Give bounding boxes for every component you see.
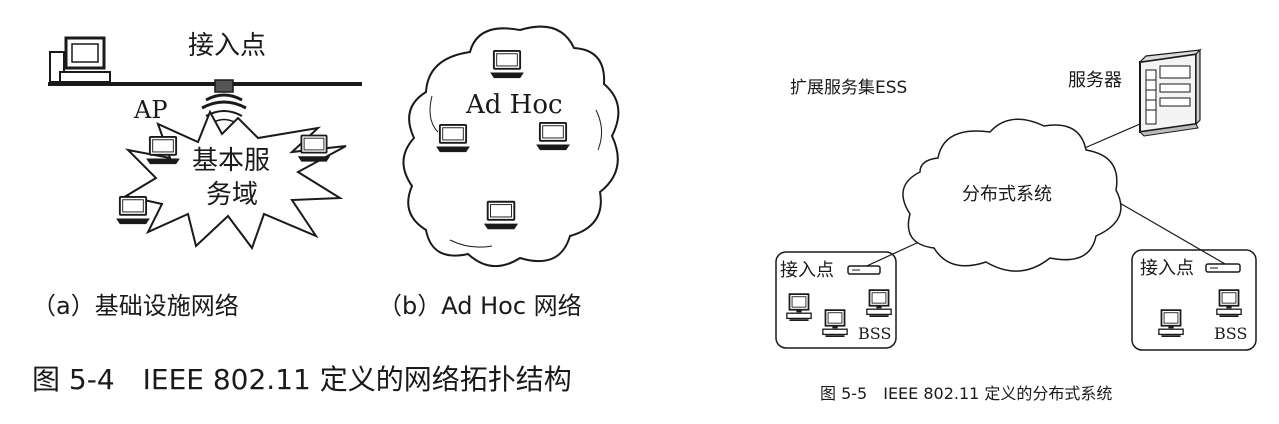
laptop-icon (482, 200, 520, 231)
laptop-icon (535, 122, 571, 152)
figure-5-4-caption: 图 5-4 IEEE 802.11 定义的网络拓扑结构 (32, 363, 572, 396)
server-label: 服务器 (1068, 70, 1122, 91)
left-bss-box (775, 251, 897, 349)
distributed-system-diagram (775, 48, 1257, 351)
distributed-system-label: 分布式系统 (962, 184, 1052, 205)
ess-label: 扩展服务集ESS (790, 78, 908, 98)
figure-b-caption: （b）Ad Hoc 网络 (378, 292, 582, 320)
right-ap-device-icon (1205, 263, 1241, 273)
infrastructure-network-diagram (48, 36, 362, 251)
left-ap-label: 接入点 (780, 260, 834, 281)
server-icon (1138, 48, 1202, 137)
laptop-icon (489, 50, 525, 80)
distributed-system-cloud (902, 118, 1122, 272)
laptop-icon (435, 124, 471, 154)
adhoc-network-diagram (402, 25, 620, 267)
laptop-icon (115, 196, 151, 226)
right-bss-box (1131, 249, 1257, 351)
adhoc-label: Ad Hoc (466, 90, 563, 120)
access-point-title: 接入点 (188, 31, 267, 61)
pc-icon (822, 309, 848, 338)
laptop-icon (145, 136, 181, 166)
left-ap-device-icon (847, 265, 881, 275)
right-bss-label: BSS (1214, 324, 1248, 343)
figure-a-caption: （a）基础设施网络 (32, 292, 239, 320)
ap-label: AP (134, 96, 168, 124)
right-ap-label: 接入点 (1140, 258, 1194, 279)
figure-5-5-caption: 图 5-5 IEEE 802.11 定义的分布式系统 (820, 384, 1113, 403)
pc-icon (1216, 289, 1242, 318)
bss-label-line2: 务域 (206, 180, 259, 210)
laptop-icon (296, 134, 332, 163)
left-bss-label: BSS (858, 324, 892, 343)
wired-computer-icon (49, 36, 111, 83)
bss-label-line1: 基本服 (192, 146, 271, 176)
pc-icon (866, 289, 892, 318)
pc-icon (786, 293, 812, 322)
adhoc-cloud-shape (402, 25, 620, 267)
pc-icon (1158, 309, 1184, 338)
basic-service-area-shape (123, 109, 347, 251)
